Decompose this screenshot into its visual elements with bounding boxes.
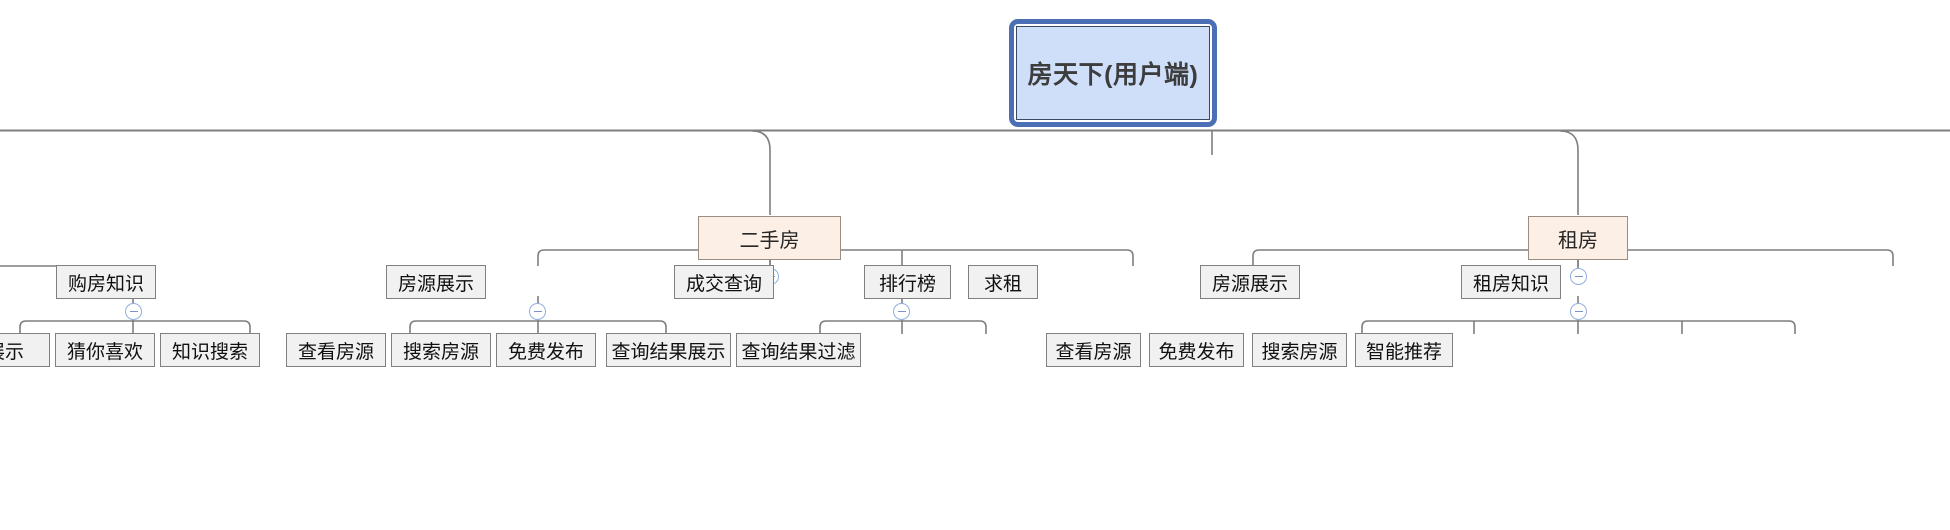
collapse-toggle-fangyuanzhanshi-ershoufang[interactable] bbox=[529, 303, 546, 320]
node-ershoufang[interactable]: 二手房 bbox=[698, 216, 841, 260]
node-chaxunjieguoguolv[interactable]: 查询结果过滤 bbox=[736, 333, 861, 367]
node-chaxunjieguozhanshi[interactable]: 查询结果展示 bbox=[606, 333, 731, 367]
collapse-toggle-fangyuanzhanshi-zufang[interactable] bbox=[1570, 303, 1587, 320]
node-root[interactable]: 房天下(用户端) bbox=[1016, 26, 1210, 120]
node-zufangzhishi[interactable]: 租房知识 bbox=[1461, 265, 1561, 299]
node-zhanshi[interactable]: 展示 bbox=[0, 333, 50, 367]
node-zufang[interactable]: 租房 bbox=[1528, 216, 1628, 260]
node-chengjiaochaxun[interactable]: 成交查询 bbox=[674, 265, 774, 299]
node-chakanfangyuan-zufang[interactable]: 查看房源 bbox=[1046, 333, 1141, 367]
node-sousuofangyuan-ershoufang[interactable]: 搜索房源 bbox=[391, 333, 491, 367]
node-sousuofangyuan-zufang[interactable]: 搜索房源 bbox=[1252, 333, 1347, 367]
node-fangyuanzhanshi-zufang[interactable]: 房源展示 bbox=[1200, 265, 1300, 299]
node-zhinengtuijian[interactable]: 智能推荐 bbox=[1355, 333, 1453, 367]
collapse-toggle-chengjiaochaxun[interactable] bbox=[893, 303, 910, 320]
node-mianfeifabu-zufang[interactable]: 免费发布 bbox=[1149, 333, 1244, 367]
node-cainixihuan[interactable]: 猜你喜欢 bbox=[55, 333, 155, 367]
node-qiuzu[interactable]: 求租 bbox=[968, 265, 1038, 299]
node-chakanfangyuan-ershoufang[interactable]: 查看房源 bbox=[286, 333, 386, 367]
node-zhishisousuo[interactable]: 知识搜索 bbox=[160, 333, 260, 367]
node-mianfeifabu-ershoufang[interactable]: 免费发布 bbox=[496, 333, 596, 367]
node-goufangzhishi[interactable]: 购房知识 bbox=[56, 265, 156, 299]
node-paihangbang[interactable]: 排行榜 bbox=[864, 265, 951, 299]
collapse-toggle-goufangzhishi[interactable] bbox=[125, 303, 142, 320]
collapse-toggle-zufang[interactable] bbox=[1570, 268, 1587, 285]
node-fangyuanzhanshi-ershoufang[interactable]: 房源展示 bbox=[386, 265, 486, 299]
